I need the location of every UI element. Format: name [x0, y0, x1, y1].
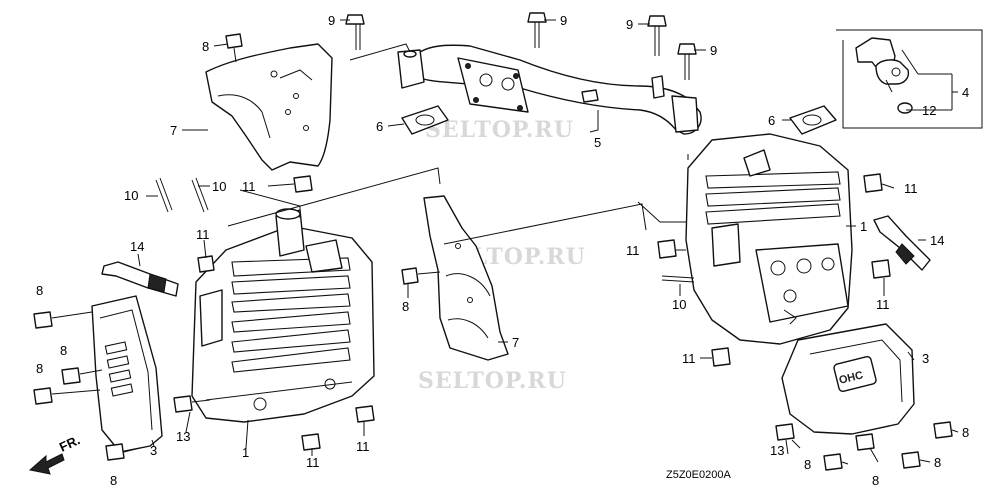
head-cover-right: OHC [781, 323, 915, 435]
callout-7: 7 [170, 123, 177, 138]
callout-8: 8 [60, 343, 67, 358]
cylinder-head-right [685, 133, 853, 345]
bolt-9-c [647, 15, 667, 56]
nut-11-mid-left [197, 255, 215, 273]
bolt-13-right [775, 423, 795, 455]
callout-11: 11 [196, 227, 210, 242]
callout-11: 11 [242, 179, 256, 194]
head-cover-left [91, 295, 163, 453]
nut-11-top-left [293, 175, 313, 193]
nut-11-right-left [657, 239, 677, 259]
callout-8: 8 [962, 425, 969, 440]
callout-4: 4 [962, 85, 969, 100]
callout-8: 8 [402, 299, 409, 314]
callout-12: 12 [922, 103, 936, 118]
nut-11-right-mid [871, 259, 891, 279]
callout-9: 9 [710, 43, 717, 58]
stud-10-right [661, 275, 695, 283]
front-direction-arrow: FR. [28, 432, 82, 475]
callout-13: 13 [770, 443, 784, 458]
callout-11: 11 [306, 455, 320, 470]
spark-plug-right [873, 215, 931, 271]
callout-14: 14 [930, 233, 944, 248]
callout-9: 9 [626, 17, 633, 32]
fr-label: FR. [57, 432, 82, 454]
callout-7: 7 [512, 335, 519, 350]
bolt-8-right-a [933, 421, 953, 439]
bolt-8-middle [401, 267, 441, 285]
bolt-8-right-b [823, 453, 843, 471]
bolt-8-right-c [855, 433, 875, 451]
stud-10-left-a [155, 177, 173, 213]
nut-11-right-bottom [711, 347, 731, 367]
callout-6: 6 [768, 113, 775, 128]
callout-11: 11 [904, 181, 918, 196]
bolt-8-right-d [901, 451, 921, 469]
callout-11: 11 [356, 439, 370, 454]
callout-11: 11 [876, 297, 890, 312]
cylinder-shroud-middle [423, 195, 509, 361]
bolt-13-left [173, 395, 211, 413]
leader-lines [137, 19, 959, 465]
callout-8: 8 [36, 283, 43, 298]
diagram-code: Z5Z0E0200A [666, 469, 731, 481]
callout-1: 1 [242, 445, 249, 460]
exhaust-gasket-right [789, 105, 837, 135]
callout-10: 10 [212, 179, 226, 194]
callout-8: 8 [202, 39, 209, 54]
bolt-9-d [677, 43, 697, 80]
bolt-8-top [225, 33, 243, 63]
callout-8: 8 [110, 473, 117, 488]
watermark: SELTOP.RU [425, 117, 574, 143]
nut-11-bottom-right [355, 405, 375, 423]
callout-1: 1 [860, 219, 867, 234]
bolt-8-left-b [61, 367, 103, 385]
callout-8: 8 [804, 457, 811, 472]
callout-9: 9 [560, 13, 567, 28]
callout-5: 5 [594, 135, 601, 150]
cylinder-head-left [191, 208, 375, 423]
ohc-emblem: OHC [838, 369, 865, 387]
nut-11-right-top [863, 173, 883, 193]
stud-10-left-b [191, 177, 209, 213]
callout-6: 6 [376, 119, 383, 134]
callout-13: 13 [176, 429, 190, 444]
spark-plug-left [101, 261, 179, 297]
callout-3: 3 [150, 443, 157, 458]
bolt-9-a [345, 14, 365, 50]
callout-8: 8 [872, 473, 879, 488]
callout-labels: 9 9 9 9 8 7 6 5 6 4 12 10 10 11 11 14 8 … [36, 13, 969, 488]
nut-11-bottom-mid [301, 433, 321, 451]
callout-14: 14 [130, 239, 144, 254]
exhaust-gasket-left [401, 105, 449, 135]
bolt-8-left-a [33, 311, 93, 329]
callout-8: 8 [934, 455, 941, 470]
callout-8: 8 [36, 361, 43, 376]
exhaust-pipe [397, 44, 702, 135]
callout-11: 11 [626, 243, 640, 258]
inset-box [836, 29, 983, 129]
cylinder-shroud-upper [205, 43, 333, 171]
callout-10: 10 [124, 188, 138, 203]
callout-3: 3 [922, 351, 929, 366]
watermark: SELTOP.RU [418, 368, 567, 394]
callout-9: 9 [328, 13, 335, 28]
callout-11: 11 [682, 351, 696, 366]
bolt-8-left-d [105, 443, 141, 461]
bolt-8-left-c [33, 387, 101, 405]
callout-10: 10 [672, 297, 686, 312]
bolt-9-b [527, 12, 547, 48]
